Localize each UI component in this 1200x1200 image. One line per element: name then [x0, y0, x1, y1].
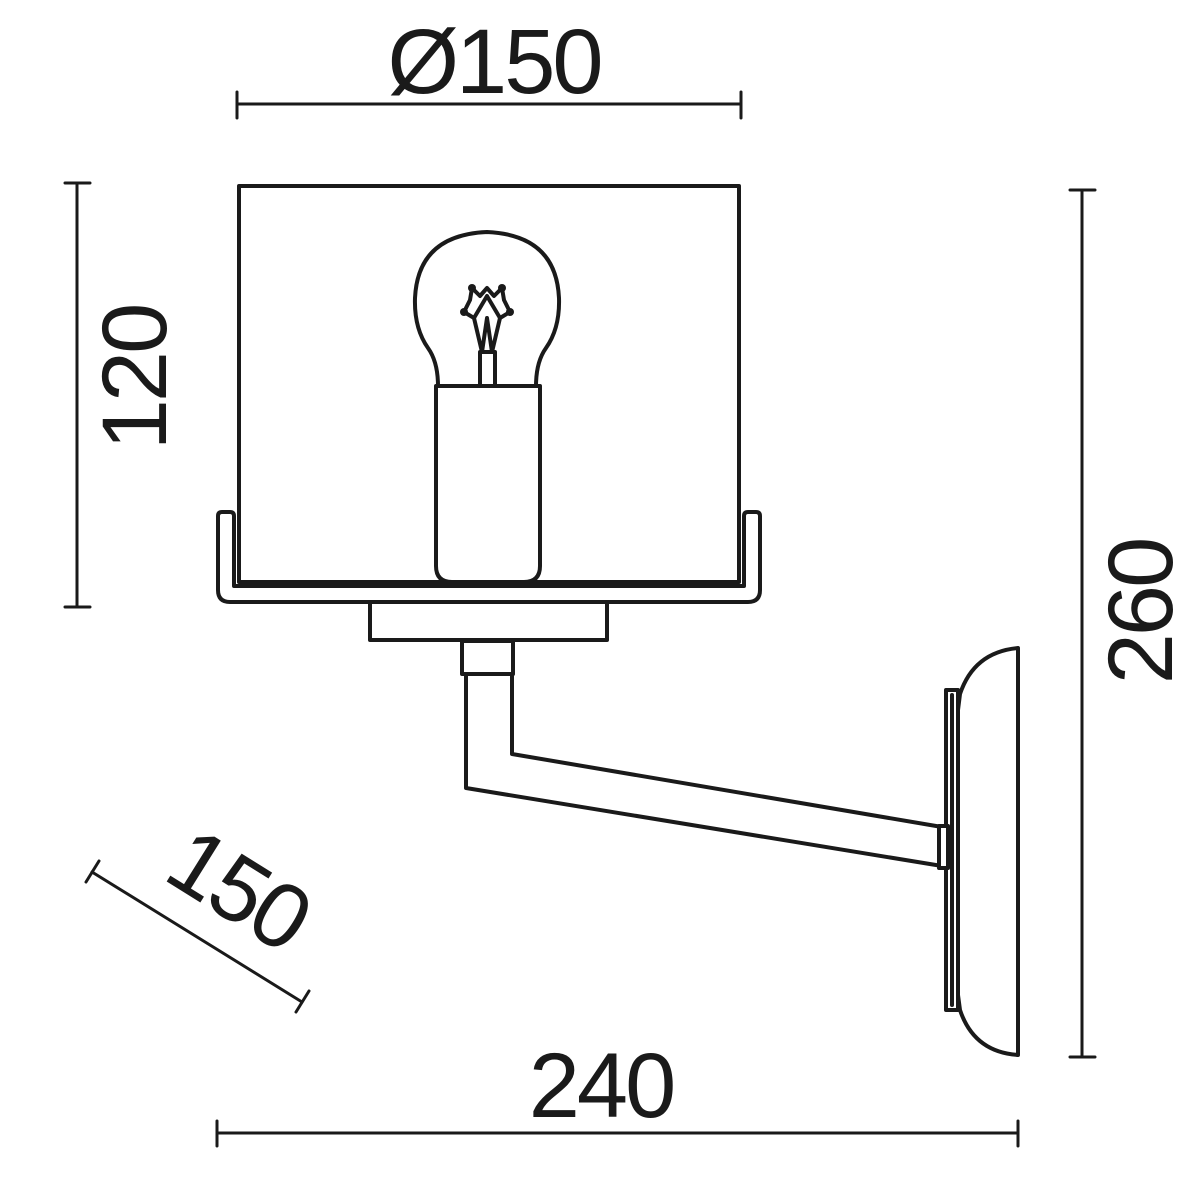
- dimension-label-total-height: 260: [1090, 540, 1192, 685]
- shade-holder-tray: [216, 510, 762, 604]
- arm-connector: [460, 639, 515, 676]
- shade-base-cup: [368, 596, 609, 642]
- light-bulb-icon: [412, 230, 562, 388]
- dimension-total-height: 260: [1068, 188, 1192, 1059]
- dimension-label-shade-height: 120: [84, 306, 186, 451]
- dimension-label-depth: 150: [150, 808, 327, 971]
- lamp-arm: [464, 670, 950, 870]
- wall-plate: [944, 646, 1020, 1057]
- dimension-label-diameter: Ø150: [387, 11, 600, 113]
- dimension-shade-diameter: Ø150: [235, 11, 743, 120]
- dimension-shade-height: 120: [63, 181, 186, 609]
- dimension-label-projection: 240: [529, 1035, 674, 1137]
- dimension-depth: 150: [84, 808, 327, 1014]
- dimension-projection: 240: [215, 1035, 1020, 1148]
- bulb-socket: [434, 384, 542, 584]
